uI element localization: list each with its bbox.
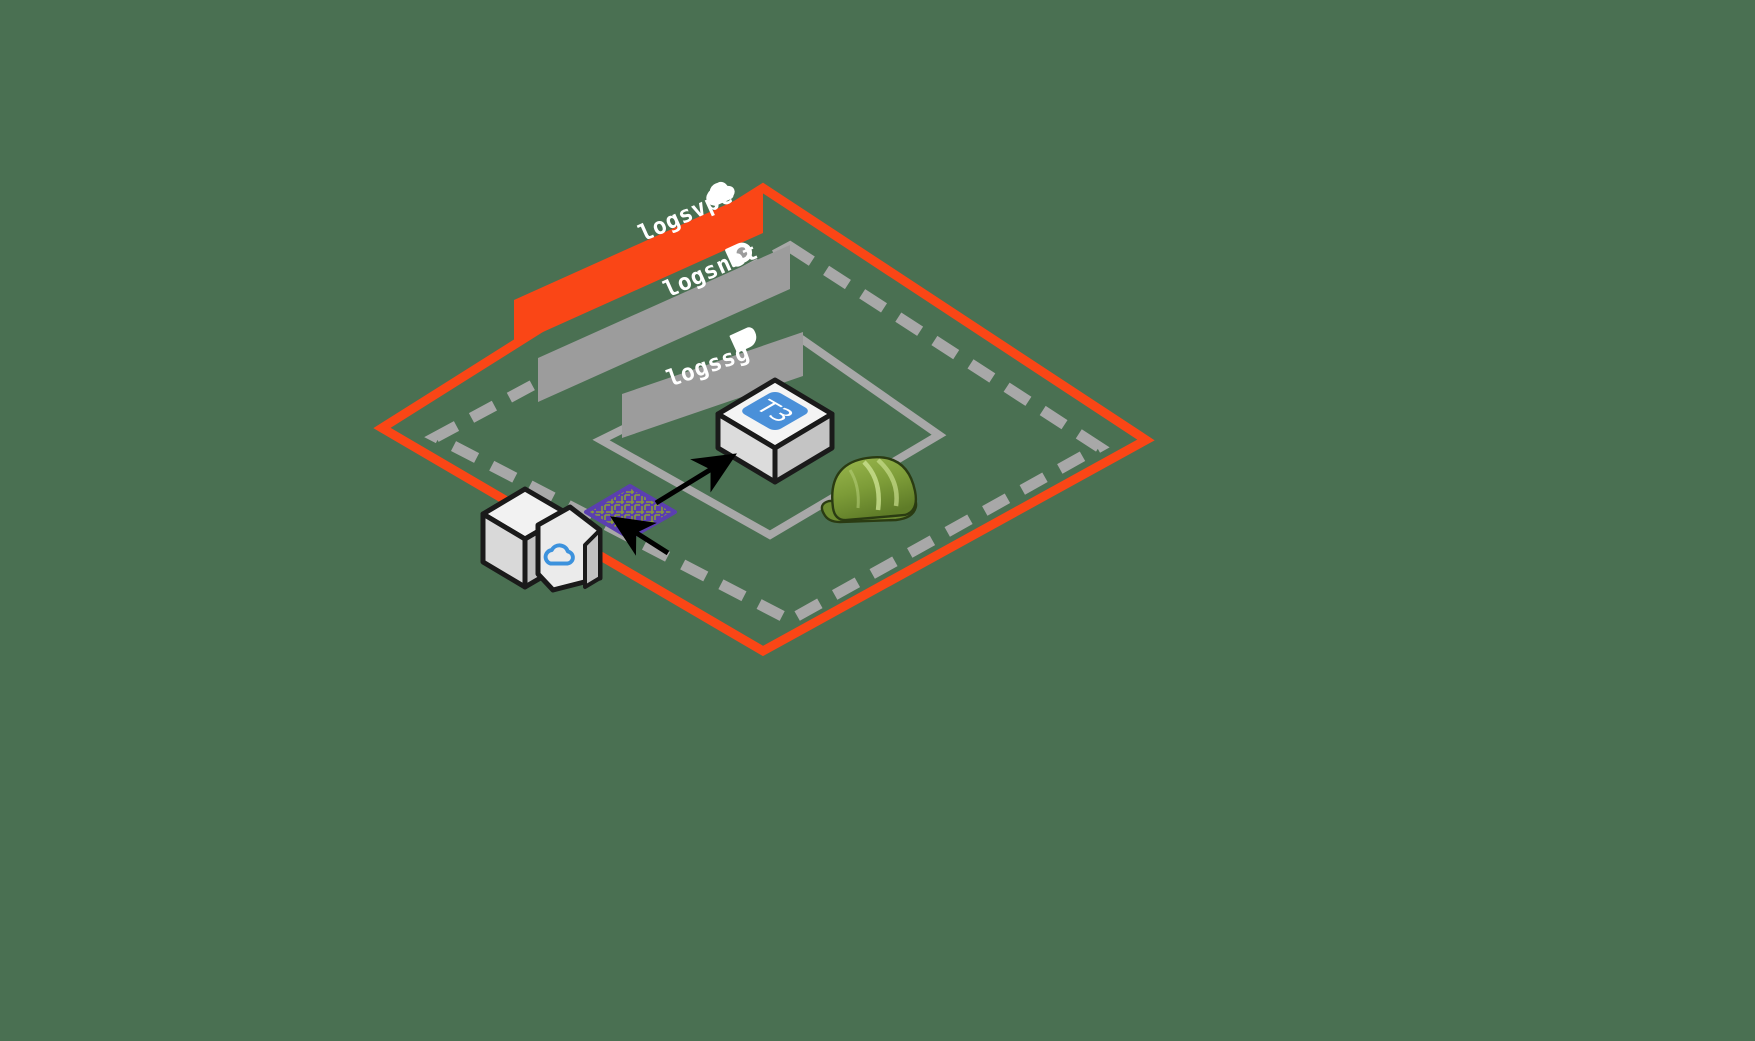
server-cube-icon[interactable]: T3 — [715, 377, 835, 485]
hard-hat-ridge-3 — [848, 469, 860, 509]
subnet-banner-body — [538, 245, 790, 402]
connection-nic-to-instance — [654, 453, 737, 506]
vpc-boundary-logsvpc[interactable] — [373, 182, 1155, 657]
hard-hat-ridge-2 — [876, 458, 899, 507]
arrow-endpoint-to-nic — [610, 516, 670, 556]
cloud-endpoint-icon[interactable] — [535, 504, 603, 593]
arrow-nic-to-instance — [654, 453, 737, 506]
cloud-icon — [706, 181, 735, 206]
instance-badge-plate — [742, 392, 808, 430]
subnet-icon — [725, 242, 752, 268]
shield-icon — [729, 327, 757, 353]
hard-hat-ridge-1 — [862, 460, 881, 511]
cloud-glyph-icon — [543, 543, 575, 566]
instance-type-badge: T3 — [742, 392, 808, 430]
server-cube-right — [772, 411, 835, 485]
hard-hat-dome — [831, 456, 918, 522]
vpc-banner-body — [514, 188, 763, 345]
cloud-endpoint-side — [583, 528, 602, 589]
security-group-banner-body — [622, 332, 803, 438]
hard-hat-icon[interactable] — [820, 456, 918, 524]
vpc-border-outline — [373, 182, 1155, 657]
connection-endpoint-to-nic — [610, 516, 670, 556]
